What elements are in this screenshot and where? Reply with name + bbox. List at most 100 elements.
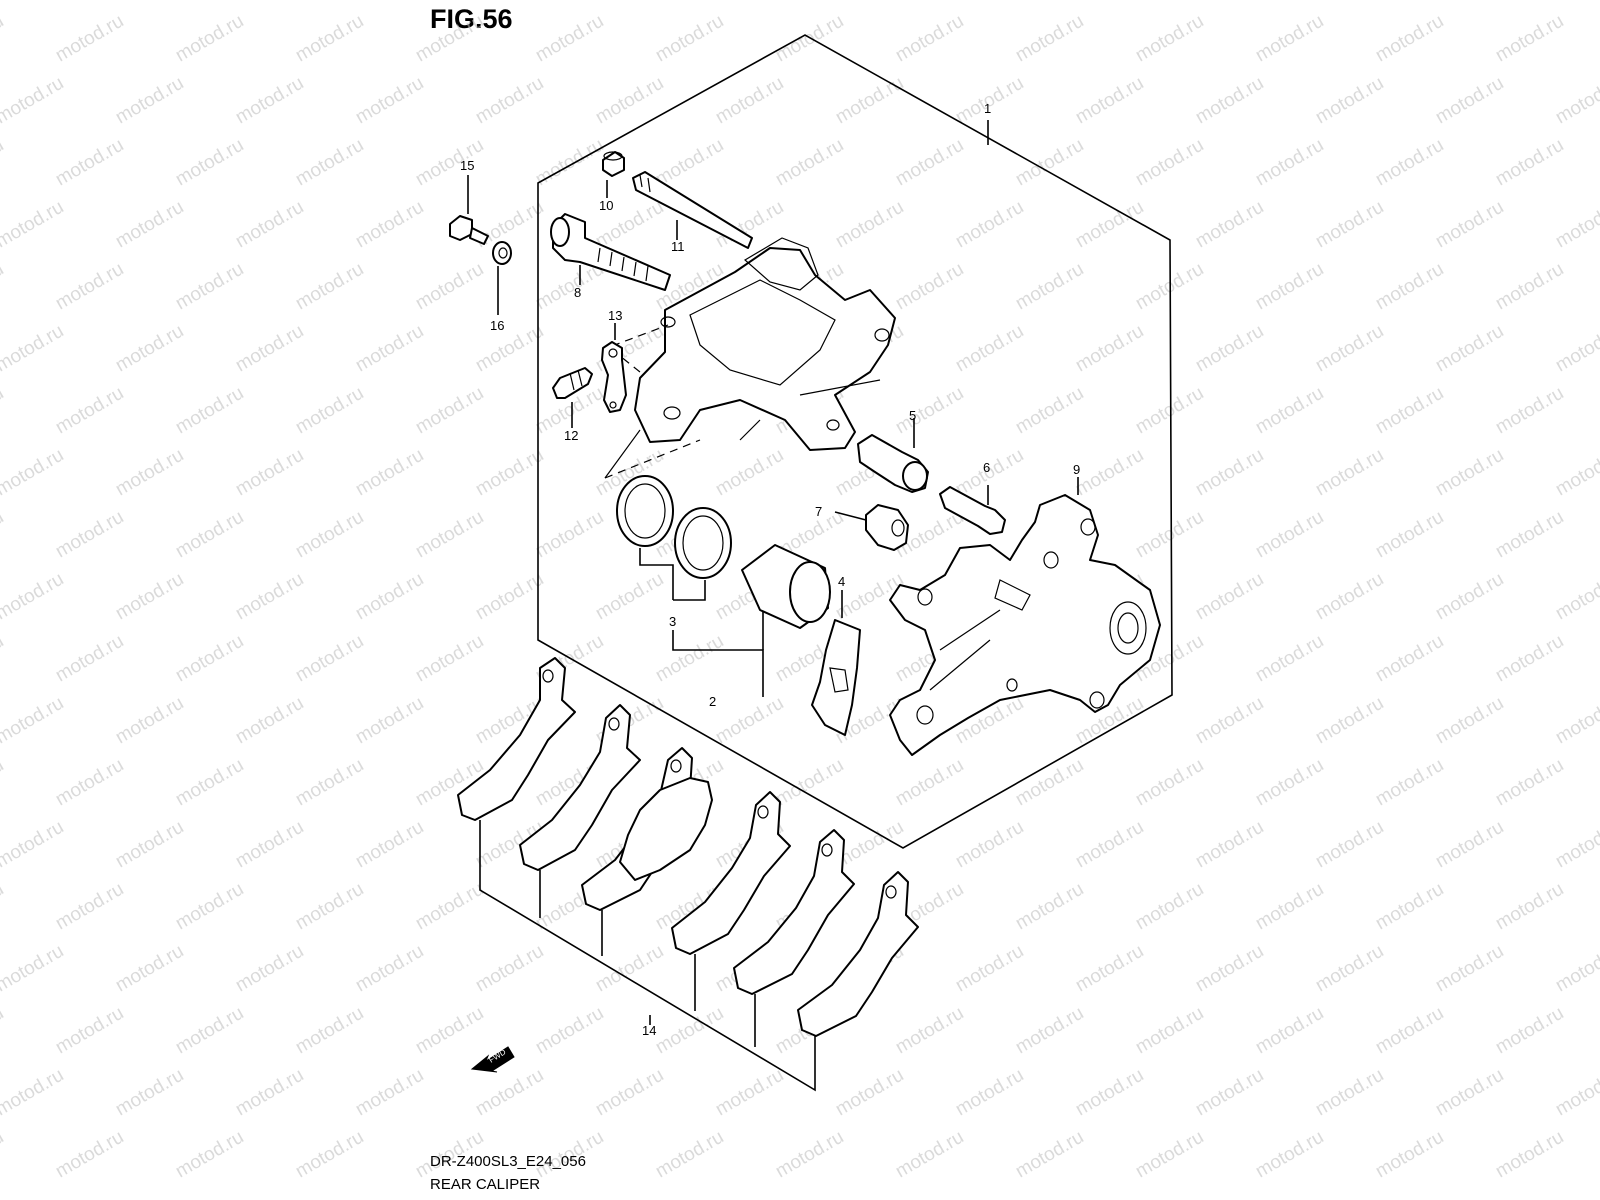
watermark-text: motod.ru (0, 0, 67, 4)
callout-3: 3 (669, 614, 676, 629)
part-16-washer (492, 241, 512, 265)
watermark-text: motod.ru (172, 507, 247, 563)
watermark-text: motod.ru (1192, 197, 1267, 253)
watermark-text: motod.ru (532, 11, 607, 67)
watermark-text: motod.ru (1072, 73, 1147, 129)
watermark-text: motod.ru (352, 569, 427, 625)
watermark-text: motod.ru (952, 0, 1027, 4)
watermark-text: motod.ru (1132, 383, 1207, 439)
watermark-text: motod.ru (772, 135, 847, 191)
watermark-text: motod.ru (1072, 0, 1147, 4)
watermark-text: motod.ru (952, 321, 1027, 377)
watermark-text: motod.ru (0, 135, 7, 191)
watermark-text: motod.ru (1492, 879, 1567, 935)
watermark-text: motod.ru (172, 631, 247, 687)
watermark-text: motod.ru (172, 755, 247, 811)
part-3-seals (616, 475, 732, 579)
watermark-text: motod.ru (1552, 1065, 1600, 1121)
watermark-text: motod.ru (1312, 445, 1387, 501)
part-7-boot (865, 504, 909, 551)
callout-6: 6 (983, 460, 990, 475)
watermark-text: motod.ru (232, 73, 307, 129)
watermark-text: motod.ru (352, 321, 427, 377)
callout-12: 12 (564, 428, 578, 443)
watermark-text: motod.ru (0, 1127, 7, 1183)
watermark-text: motod.ru (952, 1065, 1027, 1121)
watermark-text: motod.ru (0, 445, 67, 501)
watermark-text: motod.ru (1372, 135, 1447, 191)
watermark-text: motod.ru (112, 941, 187, 997)
watermark-text: motod.ru (1192, 817, 1267, 873)
watermark-text: motod.ru (952, 817, 1027, 873)
callout-5: 5 (909, 408, 916, 423)
part-4-pad-spring (811, 619, 861, 736)
watermark-text: motod.ru (652, 1127, 727, 1183)
watermark-text: motod.ru (1432, 941, 1507, 997)
watermark-text: motod.ru (52, 879, 127, 935)
watermark-text: motod.ru (1312, 1065, 1387, 1121)
watermark-text: motod.ru (1072, 445, 1147, 501)
watermark-text: motod.ru (1252, 383, 1327, 439)
watermark-text: motod.ru (592, 73, 667, 129)
watermark-text: motod.ru (172, 259, 247, 315)
callout-4: 4 (838, 574, 845, 589)
watermark-text: motod.ru (1132, 879, 1207, 935)
watermark-text: motod.ru (412, 383, 487, 439)
figure-title: FIG.56 (430, 4, 513, 34)
watermark-text: motod.ru (1192, 941, 1267, 997)
watermark-text: motod.ru (172, 135, 247, 191)
watermark-text: motod.ru (592, 1065, 667, 1121)
watermark-text: motod.ru (592, 569, 667, 625)
watermark-text: motod.ru (532, 1003, 607, 1059)
watermark-text: motod.ru (232, 445, 307, 501)
watermark-text: motod.ru (1372, 1003, 1447, 1059)
watermark-text: motod.ru (52, 631, 127, 687)
watermark-text: motod.ru (52, 1003, 127, 1059)
watermark-text: motod.ru (472, 73, 547, 129)
watermark-text: motod.ru (1432, 321, 1507, 377)
watermark-text: motod.ru (1552, 693, 1600, 749)
watermark-text: motod.ru (472, 1065, 547, 1121)
watermark-text: motod.ru (1372, 879, 1447, 935)
callout-9: 9 (1073, 462, 1080, 477)
watermark-text: motod.ru (112, 693, 187, 749)
watermark-text: motod.ru (172, 383, 247, 439)
part-15-bolt (449, 215, 489, 245)
watermark-text: motod.ru (112, 197, 187, 253)
watermark-text: motod.ru (772, 1127, 847, 1183)
watermark-text: motod.ru (352, 817, 427, 873)
watermark-text: motod.ru (772, 755, 847, 811)
watermark-text: motod.ru (292, 383, 367, 439)
watermark-text: motod.ru (1132, 135, 1207, 191)
watermark-text: motod.ru (1072, 197, 1147, 253)
watermark-text: motod.ru (1252, 259, 1327, 315)
watermark-text: motod.ru (592, 0, 667, 4)
watermark-text: motod.ru (1432, 197, 1507, 253)
callout-16: 16 (490, 318, 504, 333)
watermark-text: motod.ru (1372, 507, 1447, 563)
watermark-text: motod.ru (232, 569, 307, 625)
watermark-text: motod.ru (1432, 693, 1507, 749)
watermark-text: motod.ru (232, 941, 307, 997)
watermark-text: motod.ru (652, 11, 727, 67)
watermark-text: motod.ru (1132, 507, 1207, 563)
watermark-text: motod.ru (1132, 1127, 1207, 1183)
watermark-text: motod.ru (1312, 569, 1387, 625)
watermark-text: motod.ru (1492, 631, 1567, 687)
watermark-text: motod.ru (232, 1065, 307, 1121)
part-6-pin (939, 486, 1006, 535)
watermark-text: motod.ru (1192, 0, 1267, 4)
watermark-text: motod.ru (352, 0, 427, 4)
watermark-text: motod.ru (832, 197, 907, 253)
watermark-text: motod.ru (292, 1127, 367, 1183)
watermark-text: motod.ru (892, 259, 967, 315)
watermark-text: motod.ru (1312, 321, 1387, 377)
watermark-text: motod.ru (892, 135, 967, 191)
watermark-text: motod.ru (292, 755, 367, 811)
watermark-text: motod.ru (1552, 0, 1600, 4)
watermark-text: motod.ru (532, 507, 607, 563)
watermark-text: motod.ru (1372, 1127, 1447, 1183)
part-2-piston (741, 544, 831, 629)
watermark-text: motod.ru (892, 383, 967, 439)
watermark-text: motod.ru (352, 1065, 427, 1121)
